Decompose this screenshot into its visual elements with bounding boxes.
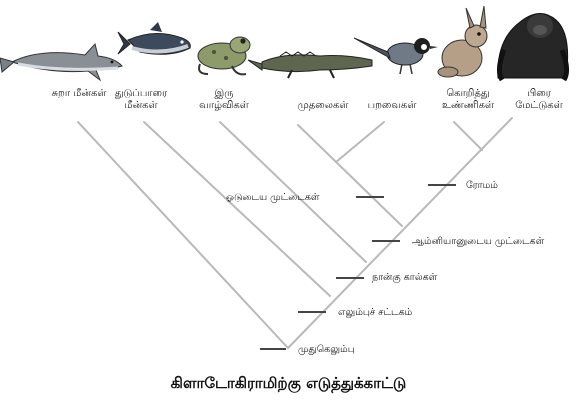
branch-tuna (144, 122, 330, 296)
figure-caption: கிளாடோகிராமிற்கு எடுத்துக்காட்டு (0, 374, 577, 394)
trait-label-amniotic-egg: ஆம்னியானுடைய முட்டைகள் (412, 236, 544, 247)
branch-bird (336, 122, 384, 162)
trait-label-vertebral-column: முதுகெலும்பு (298, 344, 355, 355)
trait-label-bony-skeleton: எலும்புச் சட்டகம் (338, 307, 412, 318)
trait-label-shelled-egg: ஓடுடைய முட்டைகள் (226, 192, 319, 203)
trait-label-four-limbs: நான்கு கால்கள் (372, 272, 437, 283)
trait-label-hair: ரோமம் (466, 180, 498, 191)
branch-rabbit (454, 122, 482, 150)
